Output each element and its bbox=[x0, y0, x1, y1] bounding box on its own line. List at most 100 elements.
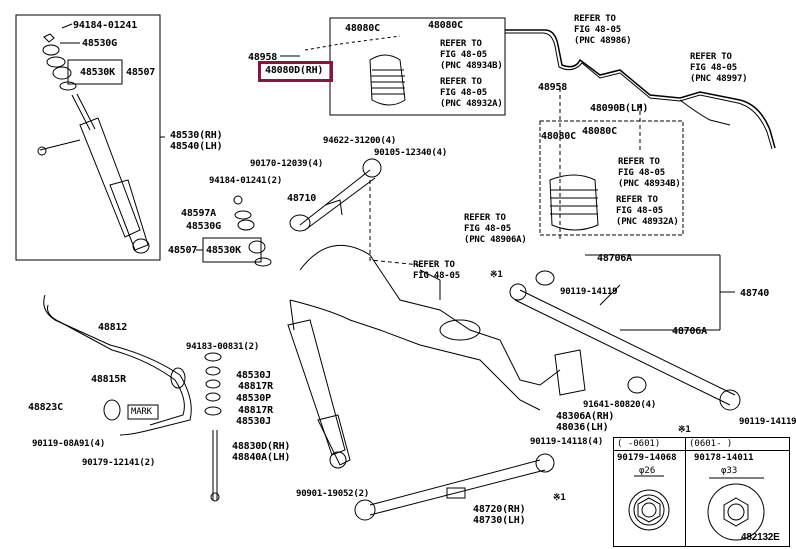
part-label[interactable]: 48740 bbox=[740, 288, 770, 299]
refer-note: FIG 48-05 bbox=[413, 271, 460, 281]
part-label[interactable]: 48730(LH) bbox=[473, 515, 526, 526]
refer-note: FIG 48-05 bbox=[464, 224, 511, 234]
part-label[interactable]: 94622-31200(4) bbox=[323, 136, 397, 146]
part-label[interactable]: 48540(LH) bbox=[170, 141, 223, 152]
lateral-rod bbox=[509, 270, 741, 411]
part-label[interactable]: 90119-08A91(4) bbox=[32, 439, 106, 449]
part-label[interactable]: 90170-12039(4) bbox=[250, 159, 324, 169]
refer-note: REFER TO bbox=[413, 260, 455, 270]
part-label[interactable]: 48530J bbox=[236, 416, 271, 427]
part-label[interactable]: 48306A(RH) bbox=[556, 411, 615, 422]
part-label[interactable]: 48597A bbox=[181, 208, 216, 219]
highlighted-part-frame bbox=[258, 61, 333, 82]
refer-note: REFER TO bbox=[690, 52, 732, 62]
note-table-col-header: (0601- ) bbox=[689, 439, 733, 449]
note-table-col-header: ( -0601) bbox=[617, 439, 661, 449]
nut-drawings bbox=[628, 475, 765, 541]
part-label[interactable]: 48090B(LH) bbox=[590, 103, 649, 114]
refer-note: FIG 48-05 bbox=[574, 25, 621, 35]
air-spring-lh bbox=[549, 174, 599, 231]
part-label[interactable]: 48080C bbox=[582, 126, 617, 137]
note-table-title: ※1 bbox=[678, 425, 691, 435]
part-label-highlighted[interactable]: 48080D(RH) bbox=[265, 65, 324, 76]
part-label[interactable]: 91641-80820(4) bbox=[583, 400, 657, 410]
refer-note: REFER TO bbox=[464, 213, 506, 223]
note-table-divider bbox=[685, 438, 686, 546]
shock-mount-parts bbox=[233, 195, 272, 267]
note-table-part-number[interactable]: 90178-14011 bbox=[694, 453, 754, 463]
part-label[interactable]: 48706A bbox=[672, 326, 707, 337]
part-label[interactable]: 48710 bbox=[287, 193, 317, 204]
shock-box-frame bbox=[15, 14, 161, 261]
nut-icon-large bbox=[707, 477, 765, 541]
part-label[interactable]: 90119-14119 bbox=[560, 287, 618, 297]
nut-icon-small bbox=[628, 475, 670, 531]
part-label[interactable]: 48830D(RH) bbox=[232, 441, 291, 452]
part-label[interactable]: 48530(RH) bbox=[170, 130, 223, 141]
rear-shock-absorber-lower bbox=[287, 299, 351, 469]
part-label[interactable]: 48080C bbox=[428, 20, 463, 31]
part-label[interactable]: 48507 bbox=[126, 67, 156, 78]
part-label[interactable]: 90119-14119 bbox=[739, 417, 796, 427]
refer-note: FIG 48-05 bbox=[440, 50, 487, 60]
part-label[interactable]: 48823C bbox=[28, 402, 63, 413]
refer-note: FIG 48-05 bbox=[616, 206, 663, 216]
part-label[interactable]: 48958 bbox=[538, 82, 568, 93]
part-label[interactable]: 48530G bbox=[186, 221, 221, 232]
part-label[interactable]: 48817R bbox=[238, 381, 273, 392]
refer-note: (PNC 48932A) bbox=[616, 217, 679, 227]
part-label[interactable]: 48706A bbox=[597, 253, 632, 264]
note-table-part-number[interactable]: 90179-14068 bbox=[617, 453, 677, 463]
part-label[interactable]: 48080C bbox=[345, 23, 380, 34]
part-label[interactable]: 94184-01241 bbox=[73, 20, 138, 31]
refer-note: REFER TO bbox=[616, 195, 658, 205]
stabilizer-bar bbox=[43, 294, 192, 436]
part-label[interactable]: 48080C bbox=[541, 131, 576, 142]
lower-control-arm bbox=[354, 453, 555, 521]
refer-note: (PNC 48934B) bbox=[440, 61, 503, 71]
part-label[interactable]: 94183-00831(2) bbox=[186, 342, 260, 352]
part-label[interactable]: 48530G bbox=[82, 38, 117, 49]
figure-code: 482132E bbox=[741, 532, 780, 543]
part-label[interactable]: 48530J bbox=[236, 370, 271, 381]
part-label[interactable]: 94184-01241(2) bbox=[209, 176, 283, 186]
part-label[interactable]: 48720(RH) bbox=[473, 504, 526, 515]
part-label[interactable]: 90119-14118(4) bbox=[530, 437, 604, 447]
part-label[interactable]: 48530K bbox=[80, 67, 115, 78]
part-label[interactable]: 48507 bbox=[168, 245, 198, 256]
refer-note: (PNC 48997) bbox=[690, 74, 748, 84]
refer-note: FIG 48-05 bbox=[690, 63, 737, 73]
refer-note: (PNC 48932A) bbox=[440, 99, 503, 109]
rear-shock-absorber-top bbox=[37, 33, 150, 254]
part-label[interactable]: 48840A(LH) bbox=[232, 452, 291, 463]
refer-note: FIG 48-05 bbox=[440, 88, 487, 98]
refer-note: REFER TO bbox=[618, 157, 660, 167]
upper-control-arm bbox=[289, 158, 382, 232]
rear-axle-housing bbox=[289, 244, 561, 411]
part-label[interactable]: 48036(LH) bbox=[556, 422, 609, 433]
part-label[interactable]: 90105-12340(4) bbox=[374, 148, 448, 158]
air-spring-rh bbox=[369, 54, 406, 106]
refer-note: REFER TO bbox=[440, 77, 482, 87]
mark-note: MARK bbox=[131, 407, 152, 417]
part-label[interactable]: 90179-12141(2) bbox=[82, 458, 156, 468]
note-table: ( -0601) (0601- ) 90179-14068 90178-1401… bbox=[613, 437, 790, 547]
note-marker: ※1 bbox=[490, 270, 503, 280]
refer-note: (PNC 48986) bbox=[574, 36, 632, 46]
note-table-diameter: φ33 bbox=[721, 466, 738, 476]
part-label[interactable]: 48530K bbox=[206, 245, 241, 256]
part-label[interactable]: 48958 bbox=[248, 52, 278, 63]
part-label[interactable]: 48815R bbox=[91, 374, 126, 385]
refer-note: REFER TO bbox=[440, 39, 482, 49]
refer-note: (PNC 48906A) bbox=[464, 235, 527, 245]
part-label[interactable]: 48812 bbox=[98, 322, 128, 333]
refer-note: REFER TO bbox=[574, 14, 616, 24]
note-table-diameter: φ26 bbox=[639, 466, 656, 476]
part-label[interactable]: 48817R bbox=[238, 405, 273, 416]
note-table-header bbox=[614, 438, 789, 451]
part-label[interactable]: 48530P bbox=[236, 393, 271, 404]
note-marker: ※1 bbox=[553, 493, 566, 503]
part-label[interactable]: 90901-19052(2) bbox=[296, 489, 370, 499]
